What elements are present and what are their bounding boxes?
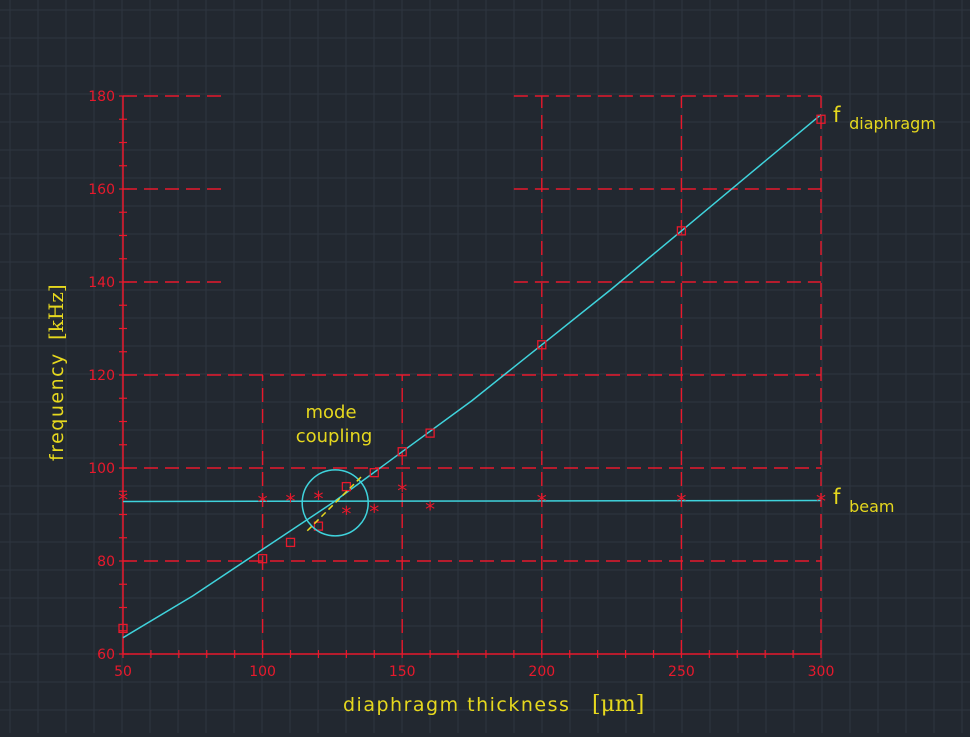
- axes: [119, 95, 822, 658]
- data-point-star: *: [286, 490, 296, 514]
- y-axis-unit: [kHz]: [44, 284, 68, 340]
- series-label-diaphragm: f diaphragm: [833, 103, 936, 133]
- data-point-square: [369, 467, 379, 478]
- x-tick-label: 100: [249, 664, 276, 680]
- y-axis-label: frequency: [46, 352, 68, 461]
- annotations: [301, 469, 369, 537]
- data-point-star: *: [341, 502, 351, 526]
- data-point-square: [313, 521, 324, 531]
- data-point-star: *: [118, 488, 128, 512]
- data-point-star: *: [313, 487, 323, 511]
- x-axis-unit: [μm]: [592, 692, 644, 717]
- data-point-square: [816, 114, 826, 124]
- data-point-square: [257, 554, 268, 564]
- annotation-coupling: coupling: [296, 426, 373, 447]
- data-point-square: [397, 447, 407, 457]
- data-point-square: [537, 340, 547, 350]
- y-tick-label: 120: [88, 368, 115, 384]
- data-point-square: [425, 428, 435, 438]
- y-tick-label: 60: [97, 647, 115, 663]
- x-tick-label: 300: [808, 664, 835, 680]
- y-tick-label: 160: [88, 182, 115, 198]
- series-line-diaphragm: [122, 114, 822, 639]
- coupling-circle: [301, 469, 369, 537]
- data-markers: * * * * * * * * * * *: [118, 114, 826, 634]
- series-label-diaphragm-f: f: [833, 103, 841, 127]
- x-tick-label: 250: [668, 664, 695, 680]
- series-label-beam-sub: beam: [849, 497, 894, 516]
- data-point-square: [341, 481, 352, 492]
- series-label-beam: f beam: [833, 485, 894, 516]
- y-tick-label: 140: [88, 275, 115, 291]
- series-label-beam-f: f: [833, 485, 841, 509]
- data-point-star: *: [425, 498, 435, 522]
- data-point-square: [676, 226, 687, 236]
- series-line-beam: [122, 499, 822, 503]
- annotation-mode: mode: [305, 402, 356, 423]
- x-tick-label: 200: [528, 664, 555, 680]
- data-point-star: *: [816, 490, 826, 514]
- x-axis-label: diaphragm thickness: [343, 694, 570, 716]
- data-point-square: [285, 537, 296, 548]
- x-tick-label: 50: [114, 664, 132, 680]
- data-point-star: *: [676, 490, 686, 514]
- data-point-star: *: [537, 490, 547, 514]
- y-tick-label: 100: [88, 461, 115, 477]
- y-tick-label: 180: [88, 89, 115, 105]
- series-curves: [122, 114, 822, 639]
- coupling-dashed-line: [306, 474, 364, 532]
- y-tick-label: 80: [97, 554, 115, 570]
- data-point-star: *: [369, 500, 379, 524]
- data-point-square: [118, 623, 128, 634]
- data-point-star: *: [397, 479, 407, 503]
- data-point-star: *: [258, 491, 268, 515]
- x-tick-label: 150: [389, 664, 416, 680]
- tick-labels: 60 80 100 120 140 160 180 50 100 150 200 250 300: [88, 89, 834, 680]
- dashed-gridlines: [123, 95, 822, 654]
- series-label-diaphragm-sub: diaphragm: [849, 114, 936, 133]
